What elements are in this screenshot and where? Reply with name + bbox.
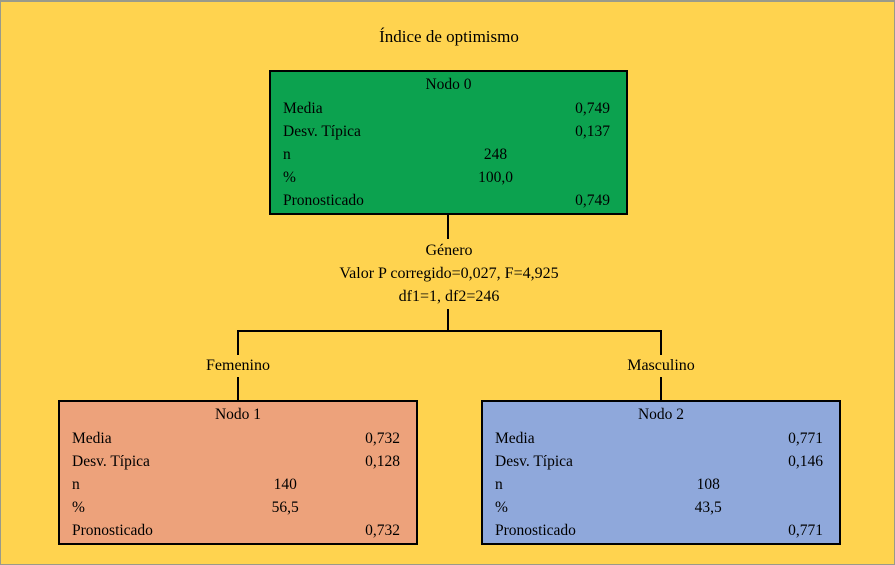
row-right-value: 0,137: [575, 123, 610, 140]
row-mid-value: 140: [273, 476, 297, 493]
node-0-title: Nodo 0: [425, 76, 472, 93]
node-1[interactable]: Nodo 1 Media 0,732 Desv. Típica 0,128 n …: [58, 400, 418, 545]
split-df: df1=1, df2=246: [398, 288, 500, 305]
node-1-stats: Media 0,732 Desv. Típica 0,128 n 140 % 5…: [60, 427, 416, 542]
row-label: Media: [283, 100, 323, 117]
row-right-value: 0,749: [575, 100, 610, 117]
row-right-value: 0,146: [788, 453, 823, 470]
stat-row-n: n 248: [283, 143, 610, 166]
row-mid-value: [236, 450, 334, 473]
connector-split-down: [447, 309, 449, 332]
connector-horizontal: [237, 330, 662, 332]
node-2-title: Nodo 2: [637, 406, 685, 423]
split-info: Género Valor P corregido=0,027, F=4,925 …: [149, 239, 749, 308]
node-1-title: Nodo 1: [214, 406, 262, 423]
row-mid-value: [236, 427, 334, 450]
row-label: Pronosticado: [495, 522, 576, 539]
stat-row-percent: % 43,5: [495, 496, 823, 519]
row-label: n: [283, 146, 291, 163]
node-2-stats: Media 0,771 Desv. Típica 0,146 n 108 % 4…: [483, 427, 839, 542]
row-mid-value: 100,0: [478, 169, 513, 186]
split-p-value: Valor P corregido=0,027, F=4,925: [339, 265, 559, 282]
split-variable: Género: [425, 242, 473, 259]
row-right-value: [334, 496, 400, 519]
row-mid-value: [447, 97, 545, 120]
row-mid-value: 56,5: [271, 499, 299, 516]
row-mid-value: 248: [483, 146, 508, 163]
stat-row-n: n 108: [495, 473, 823, 496]
row-label: Pronosticado: [283, 192, 364, 209]
row-right-value: 0,771: [788, 522, 823, 539]
row-label: %: [72, 499, 85, 516]
branch-label-femenino: Femenino: [173, 355, 303, 377]
stat-row-pronosticado: Pronosticado 0,732: [72, 519, 400, 542]
row-label: %: [495, 499, 508, 516]
row-mid-value: 43,5: [694, 499, 722, 516]
row-label: Desv. Típica: [495, 453, 573, 470]
row-right-value: 0,771: [788, 430, 823, 447]
row-mid-value: [659, 427, 757, 450]
row-label: Pronosticado: [72, 522, 153, 539]
row-mid-value: [447, 189, 545, 212]
row-mid-value: 108: [696, 476, 720, 493]
row-right-value: [545, 143, 610, 166]
row-right-value: [757, 496, 823, 519]
stat-row-pronosticado: Pronosticado 0,749: [283, 189, 610, 212]
row-right-value: 0,732: [365, 430, 400, 447]
diagram-title: Índice de optimismo: [379, 27, 519, 46]
row-label: Desv. Típica: [283, 123, 361, 140]
row-mid-value: [236, 519, 334, 542]
row-right-value: [334, 473, 400, 496]
branch-label-masculino: Masculino: [596, 355, 726, 377]
row-right-value: [545, 166, 610, 189]
row-right-value: 0,128: [365, 453, 400, 470]
row-label: n: [495, 476, 503, 493]
stat-row-media: Media 0,732: [72, 427, 400, 450]
row-right-value: 0,732: [365, 522, 400, 539]
node-0[interactable]: Nodo 0 Media 0,749 Desv. Típica 0,137 n …: [269, 70, 628, 215]
stat-row-n: n 140: [72, 473, 400, 496]
row-mid-value: [447, 120, 545, 143]
row-label: Media: [72, 430, 112, 447]
stat-row-percent: % 56,5: [72, 496, 400, 519]
node-2[interactable]: Nodo 2 Media 0,771 Desv. Típica 0,146 n …: [481, 400, 841, 545]
stat-row-media: Media 0,771: [495, 427, 823, 450]
stat-row-desv-tipica: Desv. Típica 0,137: [283, 120, 610, 143]
stat-row-percent: % 100,0: [283, 166, 610, 189]
row-label: Desv. Típica: [72, 453, 150, 470]
row-label: %: [283, 169, 296, 186]
node-0-stats: Media 0,749 Desv. Típica 0,137 n 248 % 1…: [271, 97, 626, 212]
connector-root-down: [447, 214, 449, 239]
stat-row-desv-tipica: Desv. Típica 0,146: [495, 450, 823, 473]
row-right-value: [757, 473, 823, 496]
row-label: n: [72, 476, 80, 493]
row-mid-value: [659, 519, 757, 542]
stat-row-desv-tipica: Desv. Típica 0,128: [72, 450, 400, 473]
row-label: Media: [495, 430, 535, 447]
row-mid-value: [659, 450, 757, 473]
row-right-value: 0,749: [575, 192, 610, 209]
stat-row-pronosticado: Pronosticado 0,771: [495, 519, 823, 542]
stat-row-media: Media 0,749: [283, 97, 610, 120]
